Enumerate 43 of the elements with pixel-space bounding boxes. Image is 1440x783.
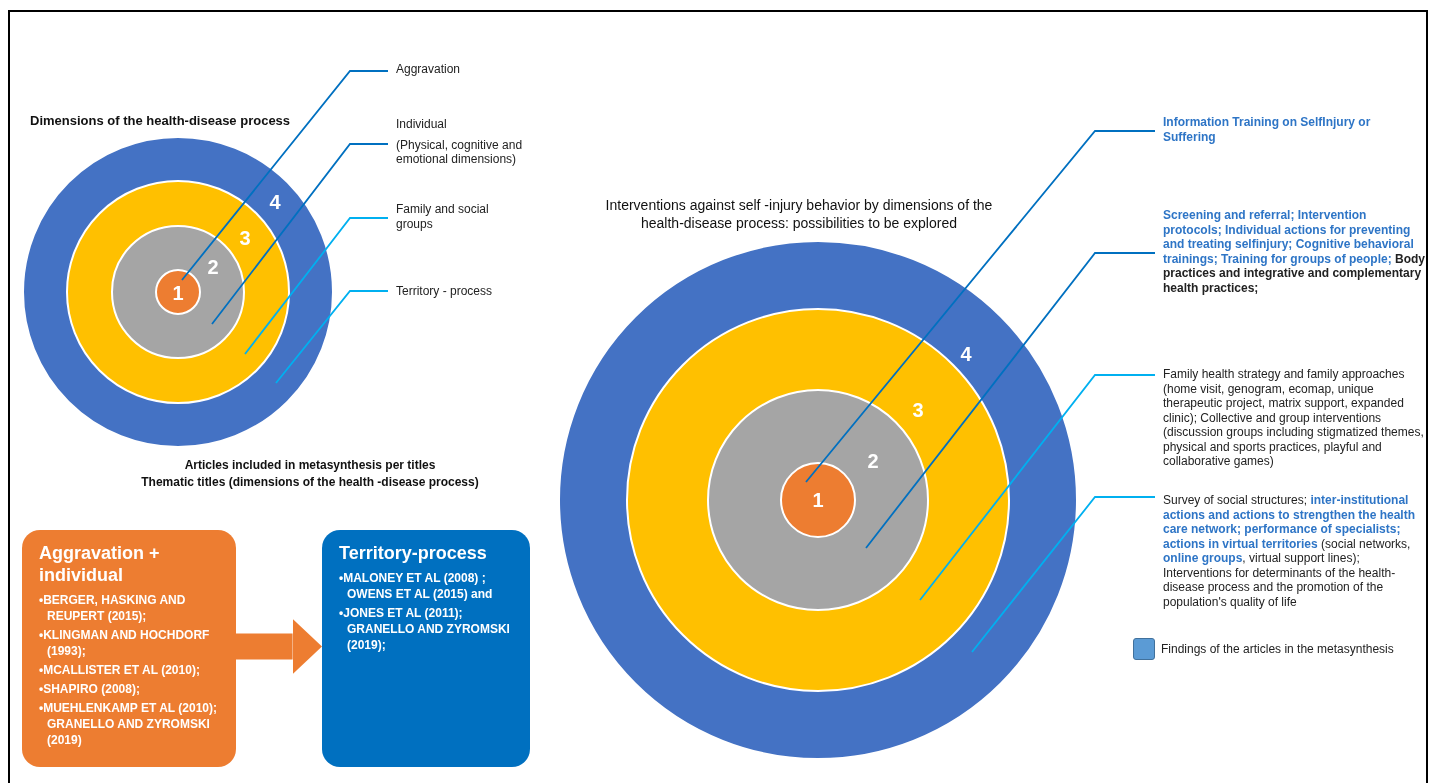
heading-text: Thematic titles (dimensions of the health -disease process)	[140, 474, 480, 491]
block-arrow	[236, 618, 322, 675]
leader-line	[919, 374, 1156, 601]
reference-item: •MCALLISTER ET AL (2010);	[39, 662, 201, 678]
card-heading: Territory-process	[339, 542, 488, 564]
ring-number: 4	[960, 344, 972, 364]
callout-text: Individual	[396, 117, 448, 132]
reference-item: •SHAPIRO (2008);	[39, 681, 141, 697]
leader-line	[275, 290, 389, 384]
ring-number: 1	[172, 283, 184, 303]
reference-item: •BERGER, HASKING AND REUPERT (2015);	[39, 592, 187, 624]
category-card	[322, 530, 530, 767]
reference-item: •JONES ET AL (2011); GRANELLO AND ZYROMSKI (2019);	[339, 605, 511, 653]
category-card	[22, 530, 236, 767]
ring-number: 3	[239, 228, 251, 248]
reference-item: •MUEHLENKAMP ET AL (2010); GRANELLO AND ZYROMSKI (2019)	[39, 700, 218, 748]
callout-text: Family health strategy and family approaches (home visit, genogram, ecomap, unique therapeutic project, matrix support, expanded clinic); Collective and group interventions (discussion groups including stigmatized themes, physical and sports practices, playful and collaborative games)	[1163, 367, 1425, 469]
callout-text: Aggravation	[396, 62, 462, 77]
leader-line	[805, 130, 1156, 483]
callout-text: Survey of social structures; inter-institutional actions and actions to strengthen the health care network; performance of specialists; actions in virtual territories (social networks, online groups, virtual support lines); Interventions for determinants of the health-disease process and the promotion of the population's quality of life	[1163, 493, 1417, 609]
leader-line	[865, 252, 1156, 549]
legend-text: Findings of the articles in the metasynthesis	[1161, 642, 1394, 656]
callout-text: Screening and referral; Intervention protocols; Individual actions for preventing and treating selfinjury; Cognitive behavioral trainings; Training for groups of people; Body practices and integrative and complementary health practices;	[1163, 208, 1426, 295]
reference-item: •MALONEY ET AL (2008) ; OWENS ET AL (2015) and	[339, 570, 494, 602]
heading-text: Dimensions of the health-disease process	[30, 113, 292, 129]
callout-text: Family and social groups	[396, 202, 490, 231]
ring-number: 2	[867, 451, 879, 471]
leader-line	[971, 496, 1156, 653]
callout-text: Territory - process	[396, 284, 494, 299]
leader-line	[211, 143, 389, 325]
reference-item: •KLINGMAN AND HOCHDORF (1993);	[39, 627, 211, 659]
callout-text: Information Training on SelfInjury or Suffering	[1163, 115, 1372, 144]
callout-text: (Physical, cognitive and emotional dimensions)	[396, 137, 524, 167]
ring-number: 1	[812, 490, 824, 510]
ring-number: 2	[207, 257, 219, 277]
concentric-ring	[155, 269, 201, 315]
card-heading: Aggravation + individual	[39, 542, 161, 586]
ring-number: 3	[912, 400, 924, 420]
heading-text: Articles included in metasynthesis per titles	[183, 457, 437, 474]
ring-number: 4	[269, 192, 281, 212]
heading-text: Interventions against self -injury behavior by dimensions of the health-disease process: possibilities to be explored	[604, 196, 994, 232]
leader-line	[244, 217, 389, 355]
leader-line	[181, 70, 389, 281]
